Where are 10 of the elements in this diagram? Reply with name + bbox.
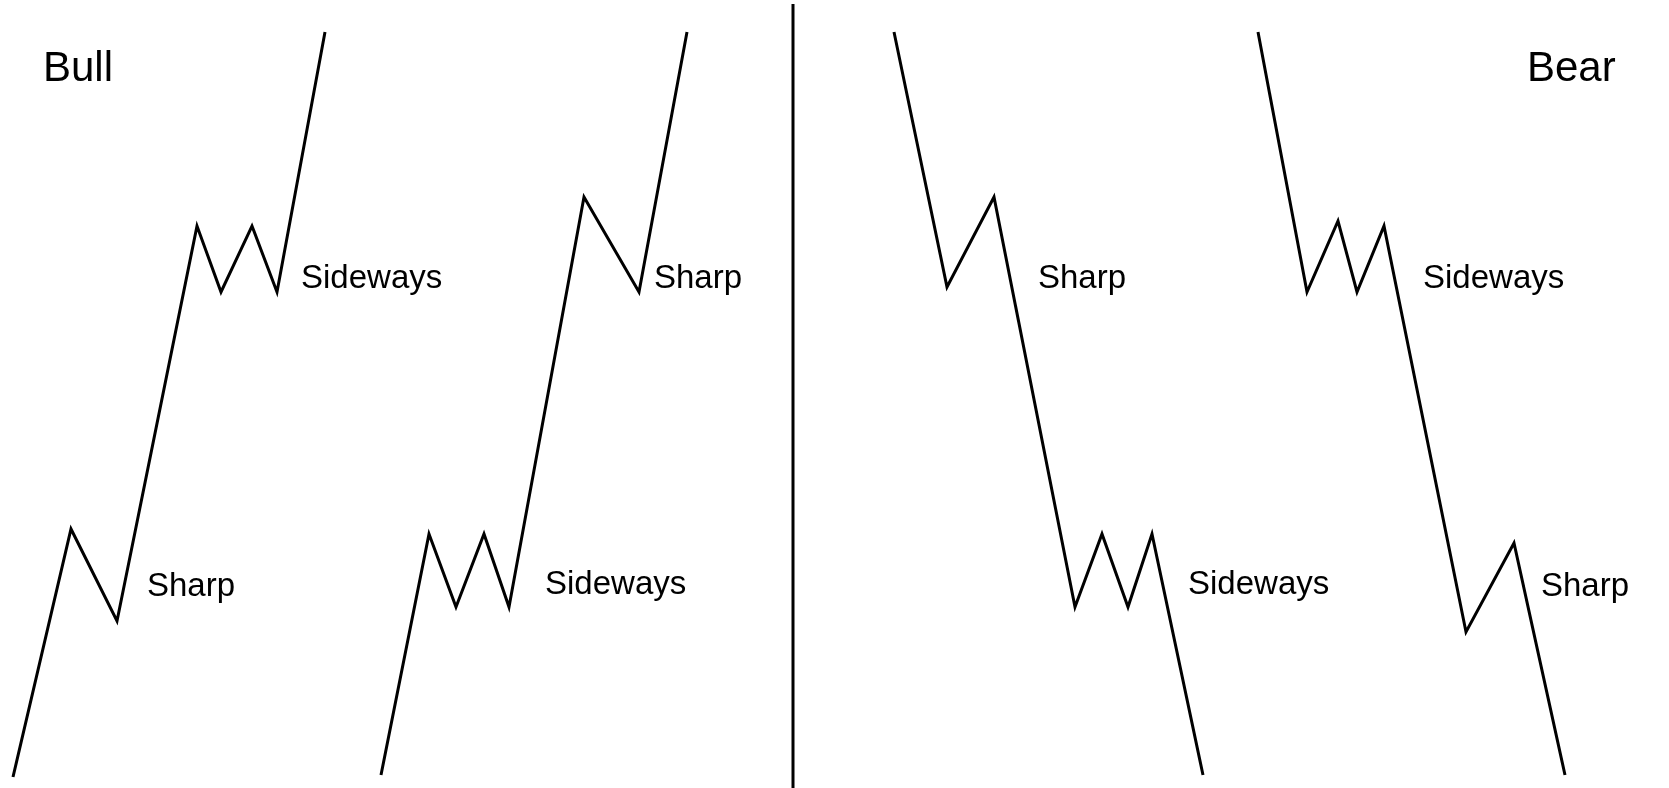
wave-label: Sharp: [654, 259, 743, 293]
wave-label: Sideways: [545, 565, 687, 599]
wave-label: Sideways: [1188, 565, 1330, 599]
wave-label: Sideways: [1423, 259, 1565, 293]
wave-label: Sharp: [1038, 259, 1127, 293]
wave-label: Sharp: [147, 567, 236, 601]
wave-label: Sideways: [301, 259, 443, 293]
market-heading: Bull: [43, 46, 114, 88]
market-heading: Bear: [1527, 46, 1616, 88]
wave-label: Sharp: [1541, 567, 1630, 601]
